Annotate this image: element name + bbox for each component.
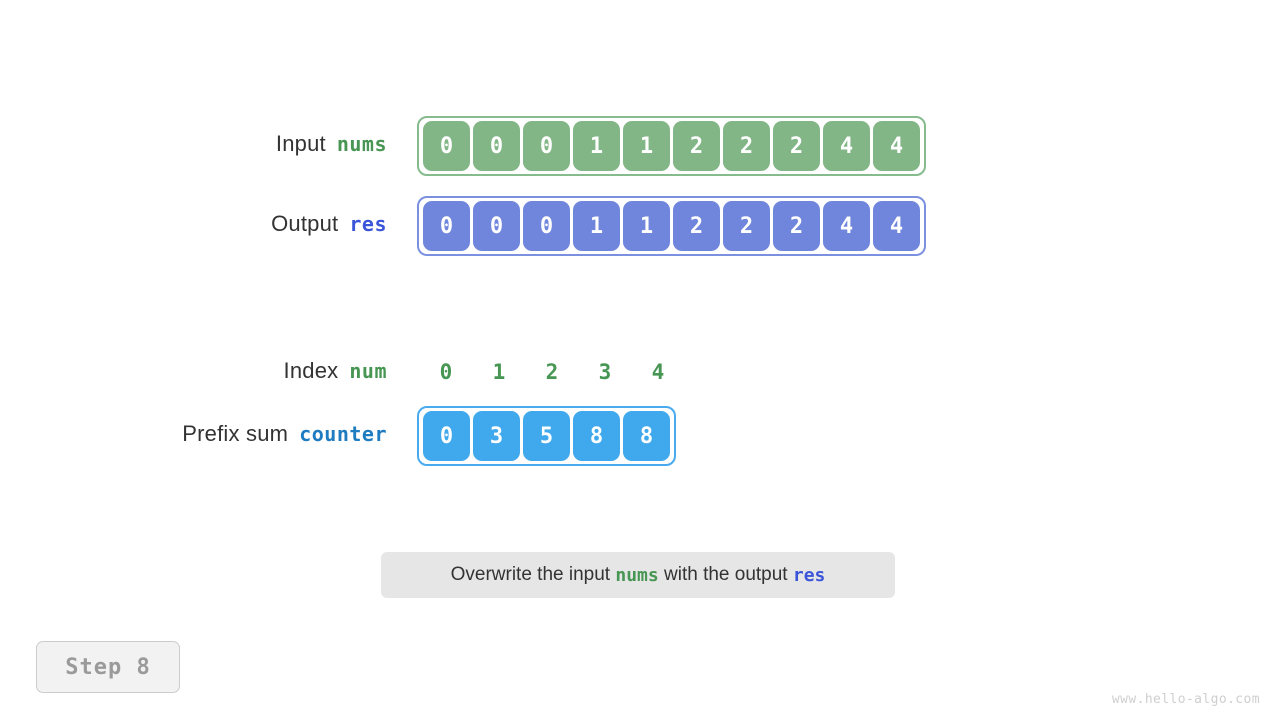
caption-var-res: res <box>792 564 826 586</box>
res-cell[interactable]: 0 <box>423 201 470 251</box>
nums-cell[interactable]: 1 <box>573 121 620 171</box>
nums-cell[interactable]: 0 <box>473 121 520 171</box>
res-cell[interactable]: 4 <box>873 201 920 251</box>
caption-part-1: Overwrite the input <box>450 564 616 585</box>
res-cell[interactable]: 2 <box>673 201 720 251</box>
prefix-sum-label: Prefix sum <box>182 421 289 446</box>
res-cell[interactable]: 2 <box>773 201 820 251</box>
nums-cell[interactable]: 0 <box>423 121 470 171</box>
caption-banner: Overwrite the input nums with the output… <box>381 552 895 598</box>
watermark: www.hello-algo.com <box>1111 692 1260 707</box>
index-number: 4 <box>651 360 665 384</box>
counter-cell[interactable]: 0 <box>423 411 470 461</box>
nums-cell[interactable]: 4 <box>823 121 870 171</box>
res-cell[interactable]: 0 <box>473 201 520 251</box>
output-row-label: Output res <box>180 211 387 241</box>
caption-var-nums: nums <box>615 564 659 586</box>
res-cell[interactable]: 1 <box>623 201 670 251</box>
prefix-sum-row-label: Prefix sum counter <box>130 421 387 451</box>
counter-cell[interactable]: 5 <box>523 411 570 461</box>
res-cell[interactable]: 4 <box>823 201 870 251</box>
nums-cell[interactable]: 1 <box>623 121 670 171</box>
counter-cell[interactable]: 8 <box>623 411 670 461</box>
index-row-label: Index num <box>190 358 387 386</box>
nums-cell[interactable]: 0 <box>523 121 570 171</box>
input-row-label: Input nums <box>180 131 387 161</box>
res-cell[interactable]: 2 <box>723 201 770 251</box>
nums-cell[interactable]: 4 <box>873 121 920 171</box>
index-var-name: num <box>349 359 387 383</box>
counter-cell[interactable]: 8 <box>573 411 620 461</box>
output-label: Output <box>271 211 339 236</box>
output-var-name: res <box>349 212 387 236</box>
res-cell[interactable]: 1 <box>573 201 620 251</box>
nums-array: 0 0 0 1 1 2 2 2 4 4 <box>417 116 926 176</box>
counter-cell[interactable]: 3 <box>473 411 520 461</box>
nums-cell[interactable]: 2 <box>773 121 820 171</box>
prefix-sum-var-name: counter <box>299 422 387 446</box>
index-number: 0 <box>439 360 453 384</box>
index-number: 2 <box>545 360 559 384</box>
res-array: 0 0 0 1 1 2 2 2 4 4 <box>417 196 926 256</box>
res-cell[interactable]: 0 <box>523 201 570 251</box>
input-label: Input <box>275 131 326 156</box>
nums-cell[interactable]: 2 <box>673 121 720 171</box>
step-badge: Step 8 <box>36 641 180 693</box>
index-number-track: 0 1 2 3 4 <box>421 358 683 386</box>
caption-part-2: with the output <box>658 564 793 585</box>
index-number: 3 <box>598 360 612 384</box>
step-badge-label: Step 8 <box>65 654 151 680</box>
index-number: 1 <box>492 360 506 384</box>
nums-cell[interactable]: 2 <box>723 121 770 171</box>
index-label: Index <box>283 358 339 383</box>
counter-array: 0 3 5 8 8 <box>417 406 676 466</box>
input-var-name: nums <box>336 132 387 156</box>
